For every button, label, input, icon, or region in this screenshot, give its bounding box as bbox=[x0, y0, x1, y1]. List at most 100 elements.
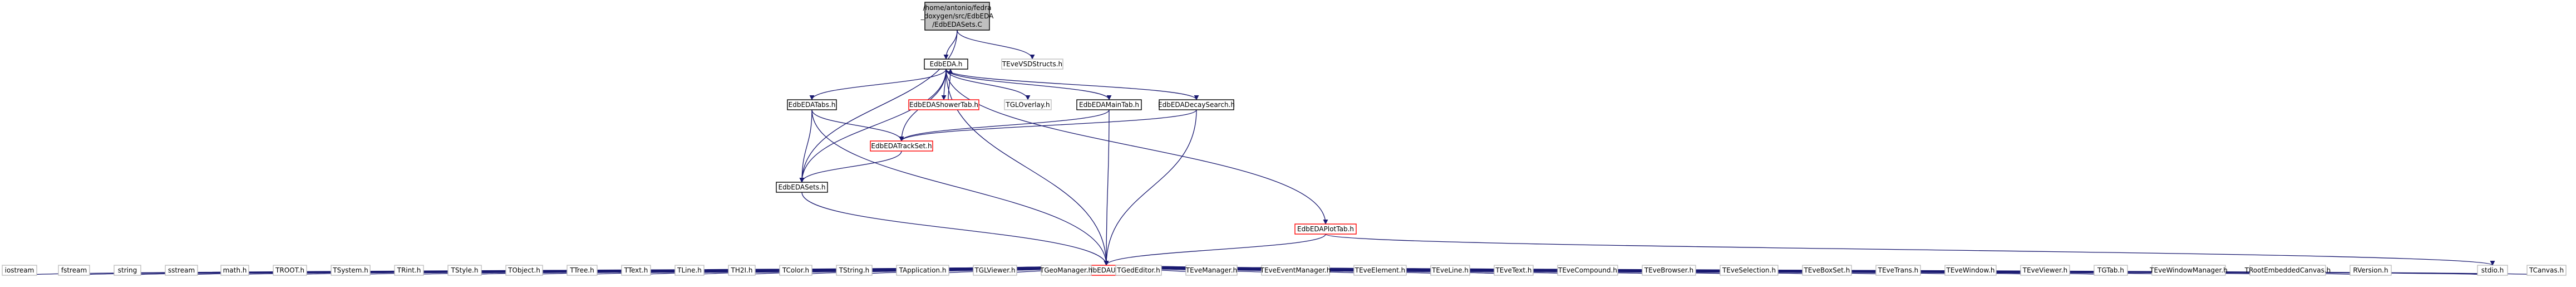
node-teveline-h: TEveLine.h bbox=[1430, 265, 1470, 276]
node-label: EdbEDAShowerTab.h bbox=[909, 101, 978, 109]
node-label: TRint.h bbox=[397, 266, 421, 274]
node-edbedasets-h[interactable]: EdbEDASets.h bbox=[776, 182, 828, 193]
node-edbedamaintab-h[interactable]: EdbEDAMainTab.h bbox=[1076, 99, 1142, 110]
node-label: TCanvas.h bbox=[2529, 266, 2564, 274]
edge-root-to-EdbEDASets_h bbox=[799, 30, 958, 183]
node-math-h: math.h bbox=[220, 265, 249, 276]
node-box bbox=[1802, 265, 1852, 276]
node-box bbox=[1557, 265, 1618, 276]
node-box bbox=[1294, 223, 1357, 235]
node-label: TApplication.h bbox=[899, 266, 947, 274]
node-label: TEveTrans.h bbox=[1878, 266, 1919, 274]
node-label: TLine.h bbox=[677, 266, 702, 274]
node-label: TEveCompound.h bbox=[1558, 266, 1617, 274]
node-edbeda-h[interactable]: EdbEDA.h bbox=[924, 59, 968, 70]
node-box bbox=[1076, 99, 1142, 110]
node-label: /EdbEDASets.C bbox=[932, 21, 982, 28]
node-label: TGLOverlay.h bbox=[1005, 101, 1050, 109]
edge-EdbEDATabs_h-to-EdbEDASets_h bbox=[799, 109, 812, 183]
node-box bbox=[908, 99, 979, 110]
node-tsystem-h: TSystem.h bbox=[331, 265, 371, 276]
node-box bbox=[1944, 265, 1997, 276]
node-string: string bbox=[114, 265, 141, 276]
node-tgtab-h: TGTab.h bbox=[2094, 265, 2128, 276]
node-label: TEveEventManager.h bbox=[1260, 266, 1331, 274]
node-label: TEveSelection.h bbox=[1722, 266, 1776, 274]
node-label: TGLViewer.h bbox=[974, 266, 1015, 274]
node-label: TEveBoxSet.h bbox=[1804, 266, 1850, 274]
node-box bbox=[114, 265, 141, 276]
edge-EdbEDADecaySearch_h-to-EdbEDATrackSet_h bbox=[899, 109, 1197, 142]
node-edbedashowertab-h[interactable]: EdbEDAShowerTab.h bbox=[908, 99, 979, 110]
edge-EdbEDASets_h-to-EdbEDAUtil_h bbox=[801, 192, 1109, 266]
node-tstring-h: TString.h bbox=[836, 265, 873, 276]
node-label: stdio.h bbox=[2481, 266, 2504, 274]
edge-EdbEDA_h-to-EdbEDAUtil_h bbox=[945, 69, 1109, 266]
node-label: TGTab.h bbox=[2097, 266, 2124, 274]
node-box bbox=[2350, 265, 2392, 276]
dependency-edges bbox=[22, 30, 2553, 276]
node-label: TEveWindow.h bbox=[1945, 266, 1994, 274]
node-label: TObject.h bbox=[508, 266, 540, 274]
node-box bbox=[273, 265, 307, 276]
node-box bbox=[621, 265, 651, 276]
node-teveboxset-h: TEveBoxSet.h bbox=[1802, 265, 1852, 276]
node-tevemanager-h: TEveManager.h bbox=[1185, 265, 1238, 276]
node-label: EdbEDATabs.h bbox=[789, 101, 836, 109]
node-tobject-h: TObject.h bbox=[505, 265, 543, 276]
node-edbedatrackset-h[interactable]: EdbEDATrackSet.h bbox=[870, 140, 933, 152]
node-label: math.h bbox=[223, 266, 247, 274]
node-label: TEveElement.h bbox=[1355, 266, 1406, 274]
edge-root-to-TEveVSDStructs_h bbox=[957, 30, 1035, 60]
node-label: string bbox=[118, 266, 137, 274]
node-tline-h: TLine.h bbox=[674, 265, 705, 276]
node-edbedadecaysearch-h[interactable]: EdbEDADecaySearch.h bbox=[1158, 99, 1235, 110]
node-edbedatabs-h[interactable]: EdbEDATabs.h bbox=[787, 99, 837, 110]
node-teveelement-h: TEveElement.h bbox=[1353, 265, 1407, 276]
edge-EdbEDA_h-to-EdbEDAPlotTab_h bbox=[945, 69, 1328, 225]
node-box bbox=[394, 265, 424, 276]
edge-EdbEDATrackSet_h-to-EdbEDASets_h bbox=[799, 150, 902, 183]
node-fstream: fstream bbox=[58, 265, 90, 276]
node-box bbox=[1875, 265, 1921, 276]
node-box bbox=[2020, 265, 2070, 276]
node-label: TGedEditor.h bbox=[1116, 266, 1160, 274]
node-label: EdbEDAPlotTab.h bbox=[1297, 225, 1354, 233]
node-box bbox=[1001, 59, 1063, 70]
node-edbedaplottab-h[interactable]: EdbEDAPlotTab.h bbox=[1294, 223, 1357, 235]
node-ttext-h: TText.h bbox=[621, 265, 651, 276]
node-teveeventmanager-h: TEveEventManager.h bbox=[1260, 265, 1331, 276]
node-label: TColor.h bbox=[782, 266, 809, 274]
node-box bbox=[776, 182, 828, 193]
node-label: TROOT.h bbox=[275, 266, 304, 274]
node-tevetext-h: TEveText.h bbox=[1494, 265, 1534, 276]
node-box bbox=[1159, 99, 1234, 110]
node-box bbox=[924, 59, 968, 70]
node-label: TString.h bbox=[839, 266, 870, 274]
node-label: /home/antonio/fedra bbox=[923, 4, 992, 12]
node-box bbox=[779, 265, 812, 276]
node-root[interactable]: /home/antonio/fedra_doxygen/src/EdbEDA/E… bbox=[920, 2, 994, 31]
node-label: EdbEDATrackSet.h bbox=[871, 142, 932, 150]
edge-EdbEDA_h-to-EdbEDATabs_h bbox=[809, 69, 947, 100]
node-label: TEveBrowser.h bbox=[1644, 266, 1693, 274]
node-box bbox=[924, 2, 990, 31]
node-box bbox=[973, 265, 1017, 276]
node-label: TStyle.h bbox=[451, 266, 479, 274]
node-box bbox=[2477, 265, 2508, 276]
edge-EdbEDATabs_h-to-EdbEDAUtil_h bbox=[811, 109, 1109, 266]
node-iostream: iostream bbox=[2, 265, 37, 276]
node-tglviewer-h: TGLViewer.h bbox=[973, 265, 1017, 276]
node-label: TEveViewer.h bbox=[2022, 266, 2068, 274]
node-label: TText.h bbox=[624, 266, 648, 274]
node-box bbox=[1261, 265, 1330, 276]
node-label: TEveWindowManager.h bbox=[2149, 266, 2228, 274]
node-label: TEveManager.h bbox=[1185, 266, 1237, 274]
node-box bbox=[728, 265, 756, 276]
node-troot-h: TROOT.h bbox=[273, 265, 307, 276]
node-label: TGeoManager.h bbox=[1040, 266, 1092, 274]
node-box bbox=[787, 99, 837, 110]
edge-EdbEDAPlotTab_h-to-EdbEDAUtil_h bbox=[1104, 234, 1326, 266]
node-tstyle-h: TStyle.h bbox=[447, 265, 482, 276]
edge-root-to-EdbEDA_h bbox=[943, 30, 958, 60]
